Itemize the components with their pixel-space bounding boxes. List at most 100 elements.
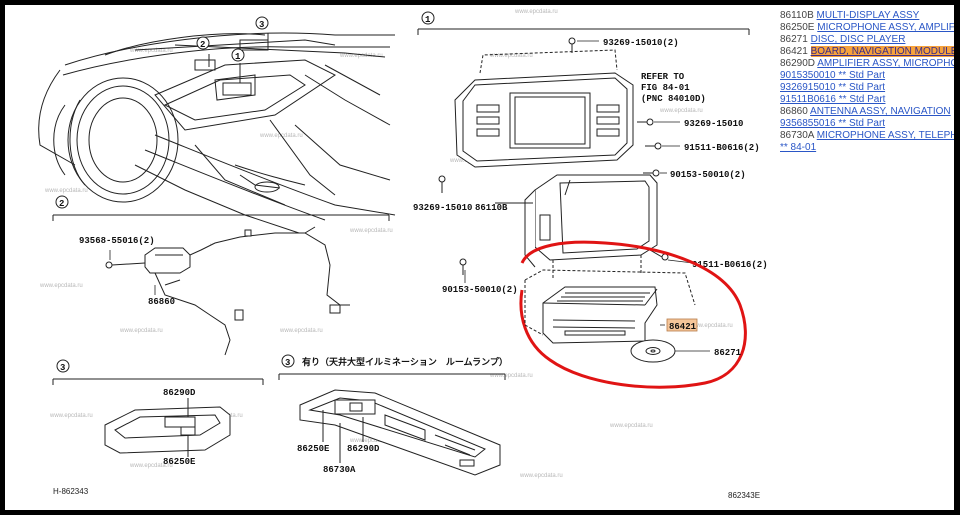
svg-text:3: 3: [285, 358, 290, 368]
callout-86421-highlight: [666, 318, 698, 332]
part-row: 9356855016 ** Std Part: [780, 118, 885, 130]
svg-text:2: 2: [59, 199, 64, 209]
watermark-text: www.epcdata.ru: [49, 413, 93, 419]
part-row: 86860 ANTENNA ASSY, NAVIGATION: [780, 106, 951, 118]
part-code: 86860: [780, 106, 808, 117]
part-row: ** 84-01: [780, 142, 816, 154]
watermark-text: www.epcdata.ru: [519, 473, 563, 479]
part-row: 86250E MICROPHONE ASSY, AMPLIFIER: [780, 22, 954, 34]
part-link[interactable]: AMPLIFIER ASSY, MICROPHONE: [817, 58, 954, 69]
svg-text:1: 1: [425, 15, 431, 25]
svg-text:3: 3: [60, 363, 65, 373]
svg-text:2: 2: [200, 40, 205, 50]
diagram-drawing: www.epcdata.ru www.epcdata.ru www.epcdat…: [38, 9, 768, 500]
part-code: 86730A: [780, 130, 814, 141]
callout-91511-b: 91511-B0616(2): [692, 260, 768, 270]
section-marker-car-1: 1: [231, 48, 245, 62]
callout-86250e-a: 86250E: [163, 457, 196, 467]
part-code: 86271: [780, 34, 808, 45]
part-link[interactable]: ** 84-01: [780, 142, 817, 153]
antenna-drawing: [144, 226, 350, 356]
callout-86250e-b: 86250E: [297, 444, 330, 454]
section-3a-header: 3: [52, 359, 264, 385]
part-link[interactable]: 9015350010 ** Std Part: [780, 70, 886, 81]
display-bezel-drawing: [454, 49, 634, 168]
section-marker-car-3: 3: [255, 16, 269, 30]
watermark-text: www.epcdata.ru: [609, 423, 653, 429]
part-link[interactable]: MICROPHONE ASSY, AMPLIFIER: [817, 22, 954, 33]
part-row: 9015350010 ** Std Part: [780, 70, 885, 82]
callout-93269-right: 93269-15010: [684, 119, 743, 129]
watermark-text: www.epcdata.ru: [689, 323, 733, 329]
part-link[interactable]: ANTENNA ASSY, NAVIGATION: [810, 106, 951, 117]
section-1-header: 1: [417, 11, 750, 35]
part-code: 86290D: [780, 58, 816, 69]
watermark-text: www.epcdata.ru: [514, 9, 558, 15]
callout-91511-a: 91511-B0616(2): [684, 143, 760, 153]
watermark-text: www.epcdata.ru: [349, 228, 393, 234]
part-row: 86730A MICROPHONE ASSY, TELEPHONE: [780, 130, 954, 142]
watermark-text: www.epcdata.ru: [39, 283, 83, 289]
watermark-text: www.epcdata.ru: [349, 438, 393, 444]
callout-86290d-b: 86290D: [347, 444, 380, 454]
section-2-header: 2: [52, 195, 390, 221]
diagram-code-left: H-862343: [53, 487, 89, 496]
room-lamp-console-drawing: [299, 389, 501, 476]
refer-to-line-3: (PNC 84010D): [641, 94, 706, 104]
watermark-text: www.epcdata.ru: [339, 53, 383, 59]
part-row: 91511B0616 ** Std Part: [780, 94, 885, 106]
watermark-text: www.epcdata.ru: [129, 463, 173, 469]
part-link[interactable]: MICROPHONE ASSY, TELEPHONE: [816, 130, 954, 141]
part-link[interactable]: 9326915010 ** Std Part: [780, 82, 886, 93]
watermark-text: www.epcdata.ru: [44, 188, 88, 194]
refer-to-line-2: FIG 84-01: [641, 83, 690, 93]
part-link[interactable]: 9356855016 ** Std Part: [780, 118, 886, 129]
svg-text:3: 3: [259, 20, 264, 30]
callout-86290d-a: 86290D: [163, 388, 196, 398]
watermark-text: www.epcdata.ru: [279, 328, 323, 334]
callout-86730a: 86730A: [323, 465, 356, 475]
callout-86421: 86421: [669, 322, 697, 332]
callout-86271: 86271: [714, 348, 742, 358]
callout-86110b: 86110B: [475, 203, 508, 213]
parts-list-panel: 86110B MULTI-DISPLAY ASSY 86250E MICROPH…: [780, 5, 954, 510]
navigation-module-drawing: [524, 269, 696, 344]
exploded-parts-diagram: www.epcdata.ru www.epcdata.ru www.epcdat…: [5, 5, 780, 510]
screw-icons: [105, 37, 669, 275]
part-link[interactable]: 91511B0616 ** Std Part: [780, 94, 886, 105]
part-link[interactable]: DISC, DISC PLAYER: [810, 34, 906, 45]
watermark-text: www.epcdata.ru: [129, 48, 173, 54]
callout-90153-b: 90153-50010(2): [442, 285, 518, 295]
callout-90153-a: 90153-50010(2): [670, 170, 746, 180]
highlight-circle: [519, 240, 747, 389]
section-3-note: 有り（天井大型イルミネーション ルームランプ）: [302, 356, 508, 368]
watermark-text: www.epcdata.ru: [119, 328, 163, 334]
disc-drawing: [630, 339, 676, 363]
part-code: 86110B: [780, 10, 814, 21]
part-code: 86421: [780, 46, 808, 57]
diagram-code-right: 862343E: [728, 491, 760, 500]
part-link-highlighted[interactable]: BOARD, NAVIGATION MODULE: [810, 46, 954, 57]
callout-93269-left: 93269-15010: [413, 203, 472, 213]
watermark-text: www.epcdata.ru: [489, 53, 533, 59]
part-row-highlighted: 86421 BOARD, NAVIGATION MODULE: [780, 46, 954, 58]
callout-86860: 86860: [148, 297, 175, 307]
section-marker-car-2: 2: [196, 36, 210, 50]
part-row: 86290D AMPLIFIER ASSY, MICROPHONE: [780, 58, 954, 70]
callout-93269-top: 93269-15010(2): [603, 38, 679, 48]
section-3b-header: 3 有り（天井大型イルミネーション ルームランプ）: [278, 354, 508, 380]
watermark-text: www.epcdata.ru: [259, 133, 303, 139]
multi-display-housing-drawing: [495, 174, 658, 280]
part-code: 86250E: [780, 22, 815, 33]
parts-catalog-window: www.epcdata.ru www.epcdata.ru www.epcdat…: [5, 5, 954, 510]
refer-to-line-1: REFER TO: [641, 72, 685, 82]
part-row: 9326915010 ** Std Part: [780, 82, 885, 94]
part-row: 86110B MULTI-DISPLAY ASSY: [780, 10, 919, 22]
microphone-amplifier-drawing: [104, 398, 231, 457]
callout-93568: 93568-55016(2): [79, 236, 155, 246]
car-interior-drawing: [38, 32, 396, 236]
watermark-text: www.epcdata.ru: [659, 108, 703, 114]
part-link[interactable]: MULTI-DISPLAY ASSY: [816, 10, 920, 21]
part-row: 86271 DISC, DISC PLAYER: [780, 34, 905, 46]
svg-text:1: 1: [235, 52, 241, 62]
